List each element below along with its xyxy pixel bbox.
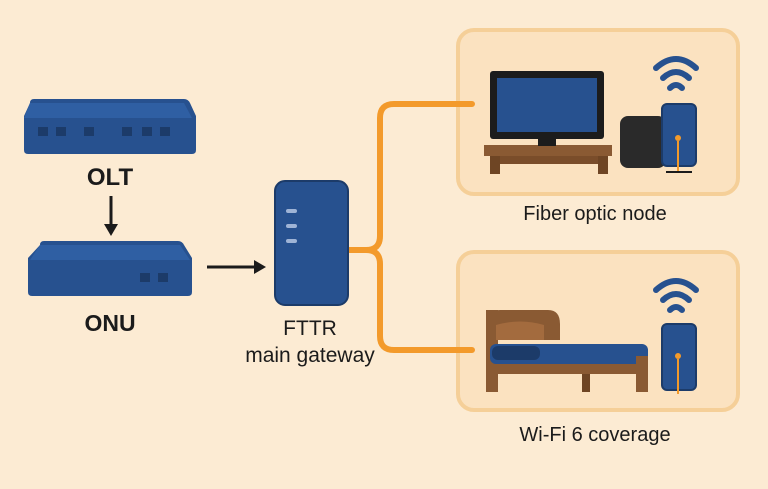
wifi-icon	[653, 56, 699, 91]
arrow-onu-to-gateway	[207, 260, 266, 274]
fiber-line-room2	[363, 247, 475, 353]
tv-icon	[490, 71, 604, 146]
room2-caption: Wi-Fi 6 coverage	[519, 424, 671, 446]
onu-label: ONU	[84, 310, 136, 336]
gateway-label-line1: FTTR	[283, 317, 337, 340]
olt-label: OLT	[86, 164, 134, 191]
fiber-node-room2-icon	[661, 323, 697, 394]
fttr-gateway-icon	[274, 180, 349, 306]
fiber-line-room1	[345, 101, 475, 253]
wifi-room2-icon	[653, 278, 699, 313]
bed-icon	[486, 310, 648, 392]
fiber-node-icon	[661, 103, 697, 173]
fiber-lines	[345, 101, 475, 353]
gateway-label-line2: main gateway	[245, 344, 375, 367]
olt-device-icon	[24, 99, 196, 154]
tv-stand-icon	[484, 145, 612, 174]
onu-device-icon	[28, 241, 192, 296]
speaker-icon	[620, 116, 666, 168]
room1-caption: Fiber optic node	[523, 203, 667, 225]
arrow-olt-to-onu	[104, 196, 118, 236]
